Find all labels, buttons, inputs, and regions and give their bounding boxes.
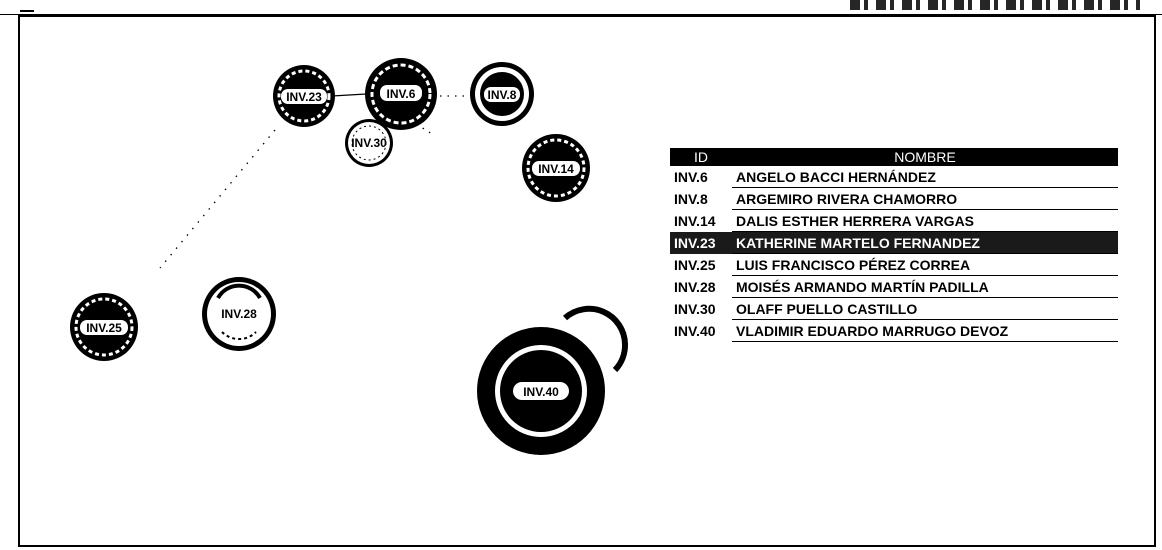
node-inv-40[interactable]: INV.40 — [477, 305, 628, 455]
legend-name: KATHERINE MARTELO FERNANDEZ — [732, 231, 1118, 254]
node-inv-25[interactable]: INV.25 — [70, 293, 138, 361]
node-label: INV.8 — [488, 88, 517, 102]
legend-name: MOISÉS ARMANDO MARTÍN PADILLA — [732, 275, 1118, 298]
legend-id: INV.30 — [674, 300, 716, 317]
legend-id: INV.25 — [674, 256, 716, 273]
edge-23-25 — [159, 129, 276, 269]
legend-row[interactable]: INV.25 LUIS FRANCISCO PÉREZ CORREA — [670, 253, 1118, 276]
legend-header-name: NOMBRE — [732, 148, 1118, 166]
legend-id: INV.40 — [674, 322, 716, 339]
legend-name: DALIS ESTHER HERRERA VARGAS — [732, 209, 1118, 232]
edges — [159, 93, 470, 269]
node-label: INV.23 — [286, 90, 322, 104]
node-label: INV.28 — [221, 307, 257, 321]
header-scribble — [850, 0, 1140, 10]
legend-name: VLADIMIR EDUARDO MARRUGO DEVOZ — [732, 319, 1118, 342]
legend-table: ID NOMBRE INV.6 ANGELO BACCI HERNÁNDEZ I… — [670, 148, 1118, 342]
legend-row[interactable]: INV.6 ANGELO BACCI HERNÁNDEZ — [670, 166, 1118, 188]
legend-name: ARGEMIRO RIVERA CHAMORRO — [732, 187, 1118, 210]
legend-id: INV.14 — [674, 212, 716, 229]
legend-header-id: ID — [670, 148, 732, 166]
legend-row[interactable]: INV.40 VLADIMIR EDUARDO MARRUGO DEVOZ — [670, 319, 1118, 342]
node-inv-23[interactable]: INV.23 — [273, 65, 335, 127]
node-inv-8[interactable]: INV.8 — [470, 62, 534, 126]
legend-row-highlighted[interactable]: INV.23 KATHERINE MARTELO FERNANDEZ — [670, 231, 1118, 254]
node-inv-14[interactable]: INV.14 — [522, 134, 590, 202]
node-inv-30[interactable]: INV.30 — [345, 119, 393, 167]
legend-name: OLAFF PUELLO CASTILLO — [732, 297, 1118, 320]
corner-mark — [20, 2, 34, 12]
legend-row[interactable]: INV.14 DALIS ESTHER HERRERA VARGAS — [670, 209, 1118, 232]
node-inv-6[interactable]: INV.6 — [365, 58, 437, 130]
node-label: INV.6 — [387, 87, 416, 101]
legend-id: INV.23 — [670, 231, 732, 254]
node-label: INV.14 — [538, 162, 574, 176]
top-strip — [0, 0, 1162, 15]
node-label: INV.40 — [523, 385, 559, 399]
edge-23-6 — [331, 93, 367, 97]
legend-row[interactable]: INV.28 MOISÉS ARMANDO MARTÍN PADILLA — [670, 275, 1118, 298]
legend-id: INV.28 — [674, 278, 716, 295]
node-label: INV.25 — [86, 321, 122, 335]
legend-header-row: ID NOMBRE — [670, 148, 1118, 166]
legend-row[interactable]: INV.8 ARGEMIRO RIVERA CHAMORRO — [670, 187, 1118, 210]
legend-id: INV.6 — [674, 168, 708, 185]
legend-id: INV.8 — [674, 190, 708, 207]
legend-name: LUIS FRANCISCO PÉREZ CORREA — [732, 253, 1118, 276]
legend-name: ANGELO BACCI HERNÁNDEZ — [732, 166, 1118, 188]
node-label: INV.30 — [351, 136, 387, 150]
legend-row[interactable]: INV.30 OLAFF PUELLO CASTILLO — [670, 297, 1118, 320]
node-inv-28[interactable]: INV.28 — [202, 277, 276, 351]
